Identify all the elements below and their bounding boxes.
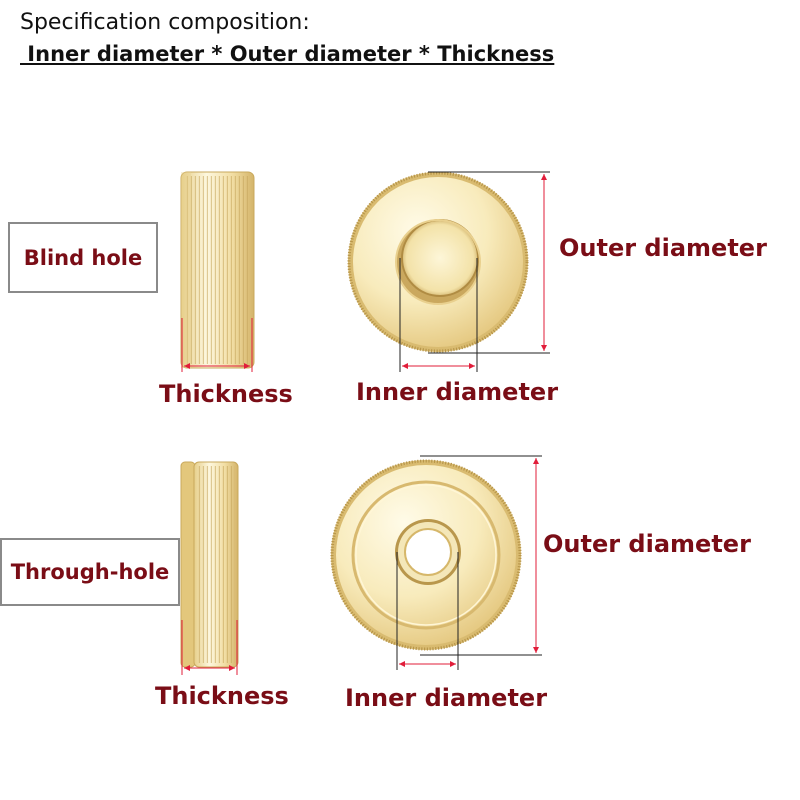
through-hole-type-label: Through-hole — [10, 560, 170, 584]
through-side-view-icon — [180, 461, 239, 668]
blind-hole-type-label: Blind hole — [23, 245, 143, 270]
blind-outer-diameter-label: Outer diameter — [559, 234, 767, 262]
through-thickness-label: Thickness — [155, 682, 289, 710]
blind-inner-diameter-label: Inner diameter — [356, 378, 559, 406]
blind-outer-dimension — [428, 171, 550, 354]
through-outer-dimension — [420, 455, 542, 656]
blind-thickness-label: Thickness — [159, 380, 293, 408]
blind-front-view-icon — [347, 171, 529, 353]
blind-thickness-dimension — [181, 318, 253, 372]
through-outer-diameter-label: Outer diameter — [543, 530, 751, 558]
through-thickness-dimension — [181, 620, 238, 675]
through-inner-dimension — [396, 552, 459, 670]
through-inner-diameter-label: Inner diameter — [345, 684, 548, 712]
spec-formula: Inner diameter * Outer diameter * Thickn… — [20, 42, 555, 66]
blind-inner-dimension — [399, 258, 478, 372]
blind-hole-type-box: Blind hole — [8, 222, 158, 293]
blind-side-view-icon — [180, 171, 255, 369]
through-hole-type-box: Through-hole — [0, 538, 180, 606]
through-front-view-icon — [330, 459, 522, 651]
spec-title: Specification composition: — [20, 10, 310, 35]
